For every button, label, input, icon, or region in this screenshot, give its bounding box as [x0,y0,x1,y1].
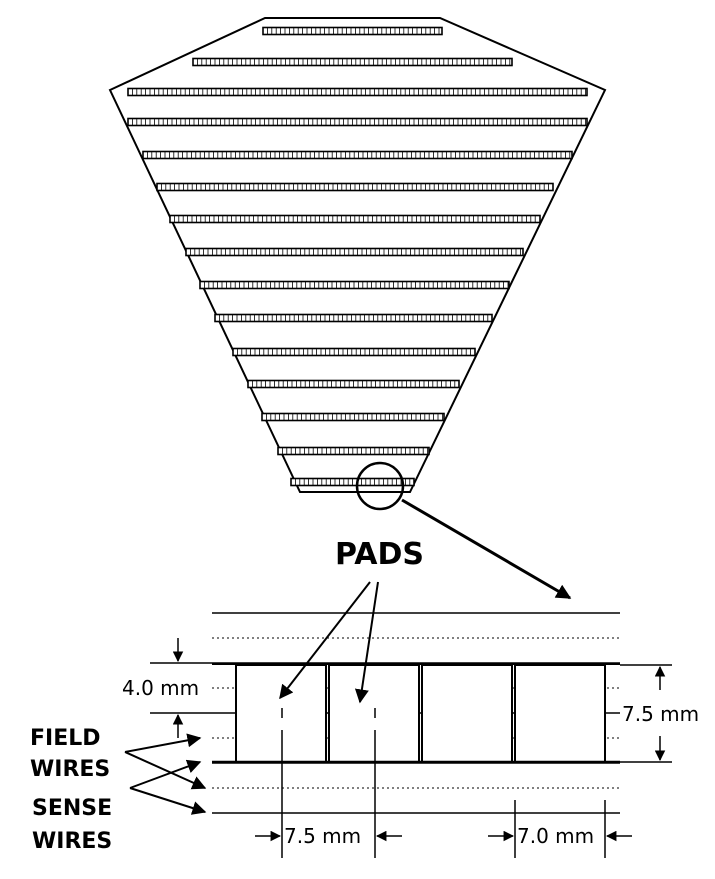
sector-pad-row [192,57,513,67]
sector-pad-row [185,247,524,257]
sector-pad-row [142,150,573,160]
sector-pad-row [232,347,476,357]
pitch-extension-lines [281,730,606,858]
magnifier-arrow [401,498,572,600]
sector-pad-row-cells [174,215,536,223]
pads-label: PADS [335,537,424,572]
sector-pad-row-cells [204,281,509,289]
wire-leader-arrows [124,733,207,815]
field-wires-label-line1: FIELD [30,726,101,751]
dim-row-gap-label: 4.0 mm [122,676,200,700]
detail-pads [212,663,620,764]
dim-pad-pitch-label: 7.5 mm [284,824,362,848]
pads-leader-arrows [279,581,379,704]
magnifier-circle [355,461,405,511]
sense-wires-label-line2: WIRES [32,829,113,854]
sector-pad-row-cells [237,348,471,356]
pad-center-marks [281,708,376,718]
sector-pad-row [127,87,588,97]
dim-pad-height-marks [620,664,672,763]
sector-pad-row-cells [252,380,456,388]
sector-pad-row [199,280,510,290]
sense-wires-label-line1: SENSE [32,796,113,821]
sector-pad-row [127,117,588,127]
dim-pad-height-label: 7.5 mm [622,702,700,726]
sector-pad-row-cells [219,314,489,322]
sector-pad-row-cells [295,478,411,486]
sector-pad-row [277,446,430,456]
sector-pad-row-cells [132,88,586,96]
sector-pad-row [214,313,493,323]
sector-pad-rows [127,26,588,487]
sector-pad-row-cells [266,413,443,421]
sector-pad-row-cells [282,447,428,455]
sector-pad-row-cells [197,58,511,66]
sector-pad-row-cells [132,118,586,126]
sector-pad-row-cells [267,27,440,35]
sector-outline [108,17,607,493]
sector-pad-row [261,412,445,422]
sector-pad-row-cells [161,183,549,191]
dim-pad-width-label: 7.0 mm [517,824,595,848]
field-wires-label-line2: WIRES [30,757,111,782]
sector-pad-row [262,26,443,36]
sector-pad-row-cells [147,151,571,159]
dim-row-gap-marks [150,638,212,738]
sector-pad-row-cells [190,248,521,256]
